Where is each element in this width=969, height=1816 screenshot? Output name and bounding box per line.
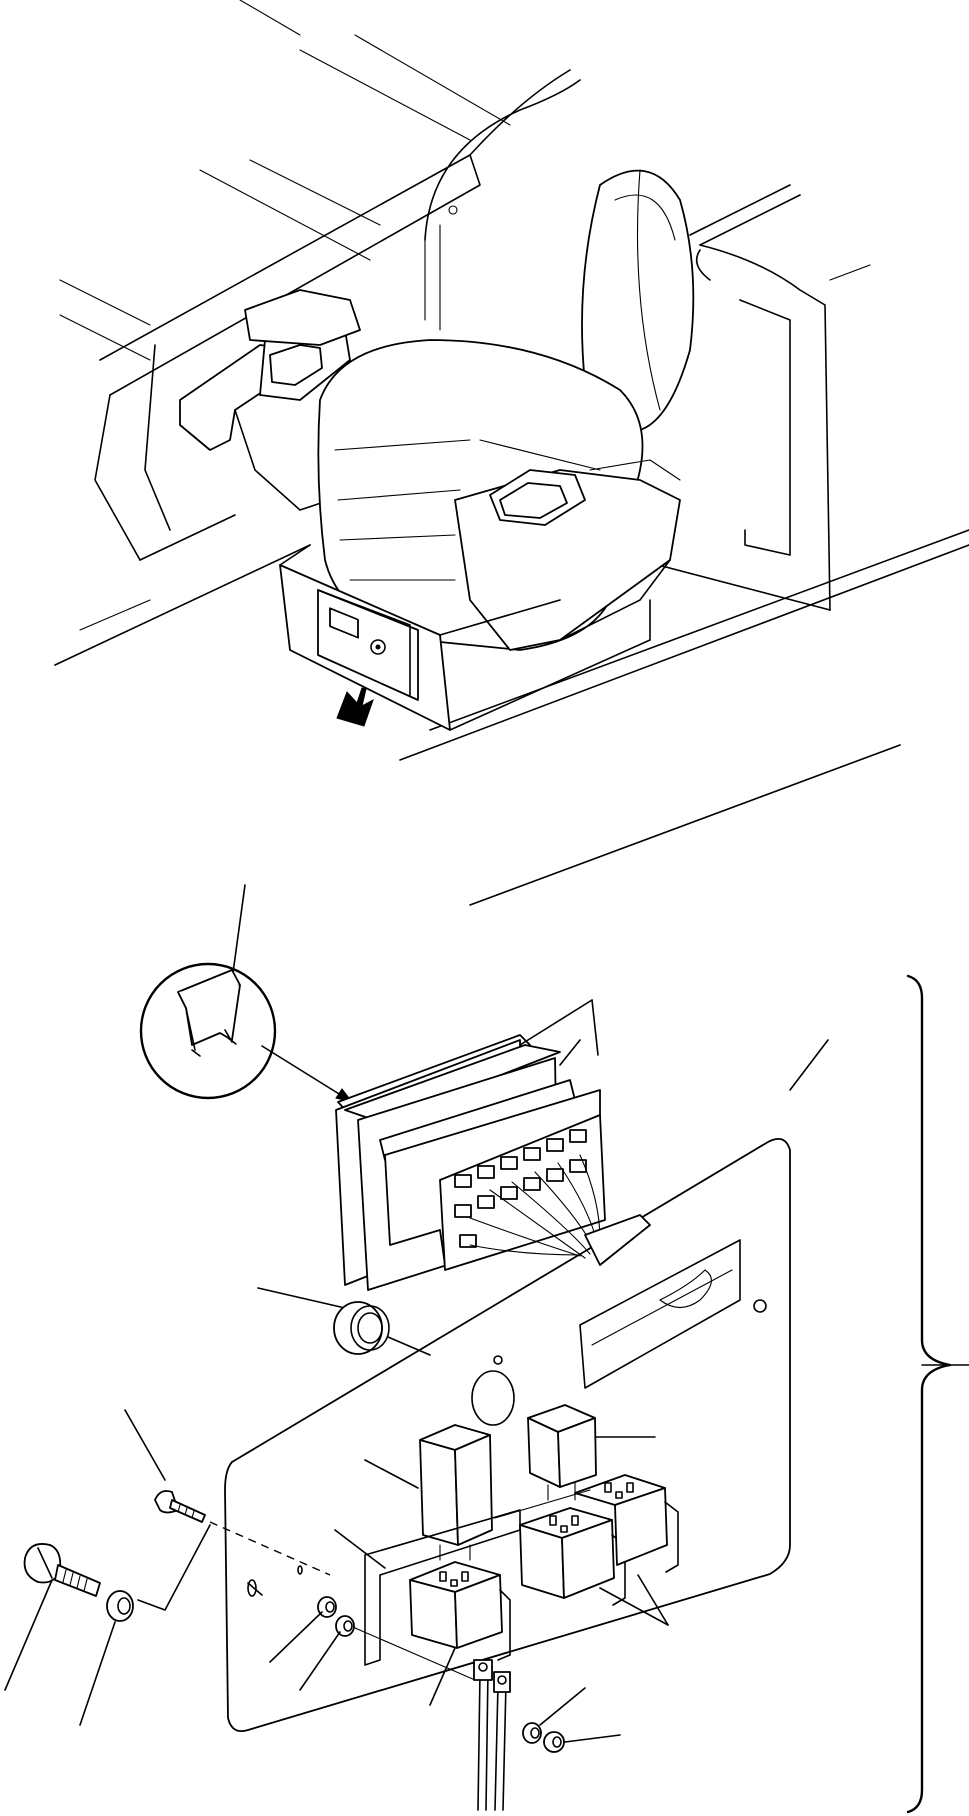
relay-socket-middle <box>519 1507 626 1606</box>
assembly-brace <box>906 974 969 1814</box>
arrow-icon <box>336 687 374 727</box>
screw-small <box>124 1409 331 1576</box>
relay-bracket <box>334 1489 591 1666</box>
fuse-slots <box>454 1129 587 1248</box>
seat-back <box>581 169 695 431</box>
cab-seat-view <box>54 0 969 906</box>
wire-harness <box>469 1154 651 1266</box>
grommet <box>257 1287 431 1356</box>
fuse-detail-callout <box>139 884 354 1103</box>
ground-wires <box>429 1647 511 1811</box>
right-armrest <box>454 459 681 651</box>
washer-large <box>79 1524 211 1726</box>
relay-large <box>364 1424 493 1561</box>
fuse-box <box>335 999 651 1291</box>
relay-socket-left <box>409 1561 511 1661</box>
washer-nut-left <box>269 1596 476 1691</box>
relay-small <box>527 1404 656 1501</box>
relay-socket-right <box>574 1474 679 1573</box>
mounting-plate <box>224 1039 829 1733</box>
left-console <box>179 289 361 511</box>
blade-fuse-icon <box>177 969 241 1057</box>
washer-nut-right <box>522 1687 621 1753</box>
fuse-relay-exploded-view <box>4 884 969 1814</box>
cap-screw <box>4 1543 101 1691</box>
seat-base <box>279 544 651 731</box>
